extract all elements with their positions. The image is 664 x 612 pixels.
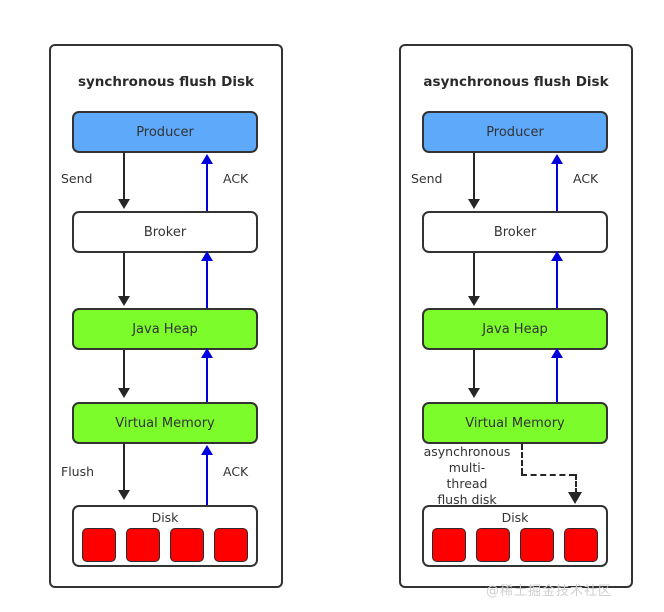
async-flush-path-segment-drop <box>575 474 577 494</box>
async-flush-label-line2: thread <box>446 476 488 491</box>
async-flush-label-line1: asynchronous multi- <box>423 444 511 475</box>
panel-asynchronous-flush-disk: asynchronous flush Disk Producer Send AC… <box>399 44 633 588</box>
disk-cells-async <box>432 528 598 562</box>
node-disk-sync: Disk <box>72 505 258 567</box>
flow-arrowhead-send-async <box>468 199 480 209</box>
ack-arrowhead-vmem-heap-async <box>551 348 563 358</box>
ack-arrowhead-vmem-heap-sync <box>201 348 213 358</box>
node-broker-async: Broker <box>422 211 608 253</box>
disk-cells-sync <box>82 528 248 562</box>
flow-arrow-send-sync <box>123 153 126 201</box>
disk-cell <box>432 528 466 562</box>
ack-arrow-vmem-heap-sync <box>206 358 209 402</box>
flow-arrowhead-broker-heap-async <box>468 296 480 306</box>
flow-arrowhead-broker-heap-sync <box>118 296 130 306</box>
async-flush-path-segment-down <box>521 444 523 474</box>
flow-arrowhead-flush-sync <box>118 490 130 500</box>
node-broker-sync: Broker <box>72 211 258 253</box>
disk-cell <box>476 528 510 562</box>
disk-cell <box>126 528 160 562</box>
flow-arrowhead-heap-vmem-sync <box>118 388 130 398</box>
ack-arrow-vmem-heap-async <box>556 358 559 402</box>
node-disk-async: Disk <box>422 505 608 567</box>
edge-label-ack-bottom-sync: ACK <box>223 464 249 479</box>
flow-arrow-broker-heap-sync <box>123 253 126 298</box>
node-virtual-memory-async: Virtual Memory <box>422 402 608 444</box>
node-producer-sync: Producer <box>72 111 258 153</box>
node-java-heap-async: Java Heap <box>422 308 608 350</box>
async-flush-path-segment-right <box>521 474 575 476</box>
node-virtual-memory-sync: Virtual Memory <box>72 402 258 444</box>
ack-arrowhead-heap-broker-async <box>551 251 563 261</box>
disk-label-sync: Disk <box>151 510 179 525</box>
ack-arrowhead-heap-broker-sync <box>201 251 213 261</box>
watermark: @稀土掘金技术社区 <box>486 584 613 599</box>
edge-label-ack-top-async: ACK <box>573 171 599 186</box>
edge-label-ack-top-sync: ACK <box>223 171 249 186</box>
ack-arrow-bottom-sync <box>206 455 209 505</box>
disk-cell <box>520 528 554 562</box>
flow-arrowhead-heap-vmem-async <box>468 388 480 398</box>
flow-arrow-send-async <box>473 153 476 201</box>
edge-label-send-async: Send <box>411 171 443 186</box>
async-flush-arrowhead <box>568 492 582 504</box>
panel-synchronous-flush-disk: synchronous flush Disk Producer Send ACK… <box>49 44 283 588</box>
disk-cell <box>214 528 248 562</box>
flow-arrow-heap-vmem-sync <box>123 350 126 390</box>
edge-label-send-sync: Send <box>61 171 93 186</box>
disk-cell <box>82 528 116 562</box>
async-flush-label-line3: flush disk <box>437 492 497 507</box>
ack-arrow-heap-broker-sync <box>206 261 209 308</box>
ack-arrowhead-bottom-sync <box>201 445 213 455</box>
ack-arrow-top-async <box>556 164 559 211</box>
node-java-heap-sync: Java Heap <box>72 308 258 350</box>
flow-arrow-heap-vmem-async <box>473 350 476 390</box>
disk-cell <box>170 528 204 562</box>
ack-arrow-top-sync <box>206 164 209 211</box>
ack-arrow-heap-broker-async <box>556 261 559 308</box>
flow-arrow-broker-heap-async <box>473 253 476 298</box>
panel-title-asynchronous: asynchronous flush Disk <box>423 74 609 90</box>
ack-arrowhead-top-sync <box>201 154 213 164</box>
panel-title-synchronous: synchronous flush Disk <box>77 74 255 90</box>
disk-label-async: Disk <box>501 510 529 525</box>
node-producer-async: Producer <box>422 111 608 153</box>
flow-arrow-flush-sync <box>123 444 126 492</box>
async-flush-label: asynchronous multi- thread flush disk <box>405 444 529 508</box>
edge-label-flush-sync: Flush <box>61 464 95 479</box>
ack-arrowhead-top-async <box>551 154 563 164</box>
flow-arrowhead-send-sync <box>118 199 130 209</box>
disk-cell <box>564 528 598 562</box>
